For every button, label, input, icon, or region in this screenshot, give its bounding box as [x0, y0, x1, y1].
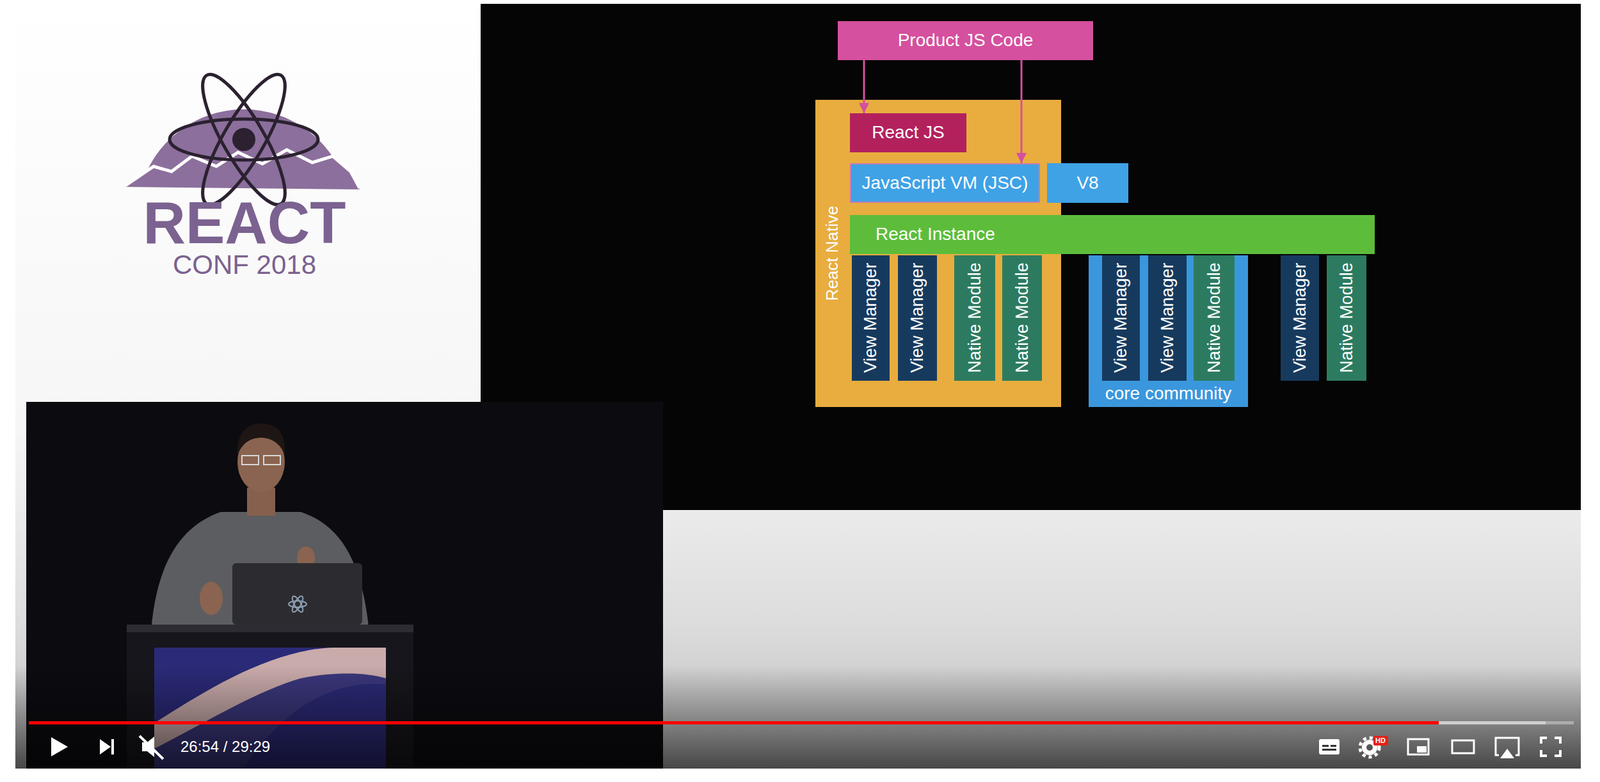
- vertical-label: Native Module: [964, 263, 985, 374]
- logo-mountains: [125, 151, 360, 190]
- box-label: React JS: [871, 122, 945, 143]
- miniplayer-icon: [1408, 739, 1429, 755]
- view-manager-column: View Manager: [851, 255, 890, 381]
- box-label: JavaScript VM (JSC): [862, 172, 1029, 194]
- vertical-label: Native Module: [1203, 263, 1224, 374]
- miniplayer-icon: [1416, 746, 1427, 753]
- native-module-column: Native Module: [1326, 255, 1367, 381]
- vertical-label: View Manager: [860, 263, 881, 374]
- speaker-hand: [199, 581, 223, 616]
- instance-bar: React Instance: [849, 215, 1375, 255]
- subtitles-icon: [1319, 739, 1340, 755]
- native-module-column: Native Module: [1193, 255, 1235, 381]
- subtitles-icon: [1322, 744, 1329, 747]
- view-manager-column: View Manager: [897, 255, 937, 381]
- speaker-glasses: [263, 455, 281, 465]
- vertical-label: View Manager: [1157, 263, 1177, 374]
- logo-subtitle: CONF 2018: [172, 251, 317, 279]
- box-label: React Instance: [875, 224, 996, 245]
- progress-played: [28, 721, 1439, 725]
- vertical-label: React Native: [823, 206, 843, 302]
- text-slot: V8: [1047, 163, 1129, 203]
- text-slot: JavaScript VM (JSC): [849, 163, 1040, 203]
- text-slot: View Manager: [897, 255, 937, 381]
- laptop-logo: [290, 594, 306, 614]
- speaker-hair: [237, 423, 286, 456]
- speaker-glasses: [241, 455, 259, 465]
- mute-slash: [139, 736, 164, 760]
- subtitles-icon: [1330, 744, 1337, 747]
- progress-track: [28, 721, 1574, 725]
- text-slot: Native Module: [1326, 255, 1367, 381]
- hd-badge: [1373, 736, 1389, 746]
- text-slot: Product JS Code: [837, 21, 1094, 61]
- controls-shade: [15, 665, 1581, 769]
- library-box: React JS: [849, 113, 967, 153]
- box-label: Product JS Code: [897, 30, 1034, 51]
- text-slot: View Manager: [1102, 255, 1140, 381]
- view-manager-column: View Manager: [1148, 255, 1187, 381]
- text-slot: React Native: [815, 99, 850, 408]
- view-manager-column: View Manager: [1102, 255, 1140, 381]
- vertical-label: Native Module: [1011, 263, 1032, 374]
- hd-badge-text: HD: [1375, 737, 1386, 745]
- laptop-logo: [290, 594, 306, 614]
- text-slot: View Manager: [1280, 255, 1320, 381]
- text-slot: core community: [1088, 380, 1248, 408]
- box-label: V8: [1076, 172, 1099, 194]
- laptop-logo: [288, 600, 307, 608]
- vertical-label: View Manager: [907, 263, 928, 374]
- fullscreen-icon: [1541, 737, 1561, 756]
- laptop: [232, 563, 363, 625]
- text-slot: Native Module: [954, 255, 996, 381]
- subtitles-icon: [1322, 748, 1337, 751]
- next-icon: [111, 739, 114, 755]
- theater-icon: [1452, 740, 1474, 754]
- group-box: core community View Manager View Manager Na…: [1088, 255, 1248, 408]
- vm-box: JavaScript VM (JSC): [849, 163, 1040, 203]
- logo-atom-orbit: [169, 119, 319, 160]
- video-frame: [15, 3, 1581, 769]
- airplay-icon: [1500, 748, 1515, 759]
- vertical-label: View Manager: [1289, 263, 1310, 374]
- next-icon: [99, 739, 111, 755]
- logo-atom-orbit: [188, 65, 299, 215]
- box-label: core community: [1105, 383, 1232, 404]
- code-box: Product JS Code: [837, 21, 1094, 61]
- settings-gear: [1366, 744, 1373, 751]
- vm-box: V8: [1047, 163, 1129, 203]
- text-slot: Native Module: [1193, 255, 1235, 381]
- logo-atom-nucleus: [232, 128, 256, 152]
- text-slot: React Instance: [849, 215, 1375, 255]
- text-slot: Native Module: [1002, 255, 1042, 381]
- text-slot: View Manager: [1148, 255, 1187, 381]
- text-slot: React JS: [849, 113, 967, 153]
- play-icon: [51, 737, 68, 757]
- vertical-label: Native Module: [1336, 263, 1357, 374]
- native-module-column: Native Module: [1002, 255, 1042, 381]
- speaker-shirt: [150, 512, 370, 640]
- time-display: 26:54 / 29:29: [180, 739, 271, 755]
- logo-wordmark: REACT: [143, 193, 347, 253]
- vertical-label: View Manager: [1111, 263, 1131, 374]
- progress-buffered: [28, 721, 1546, 725]
- logo-snow-line: [125, 149, 360, 189]
- logo-atom-orbit: [188, 65, 299, 215]
- native-module-column: Native Module: [954, 255, 996, 381]
- podium-top: [126, 624, 414, 633]
- view-manager-column: View Manager: [1280, 255, 1320, 381]
- text-slot: View Manager: [851, 255, 890, 381]
